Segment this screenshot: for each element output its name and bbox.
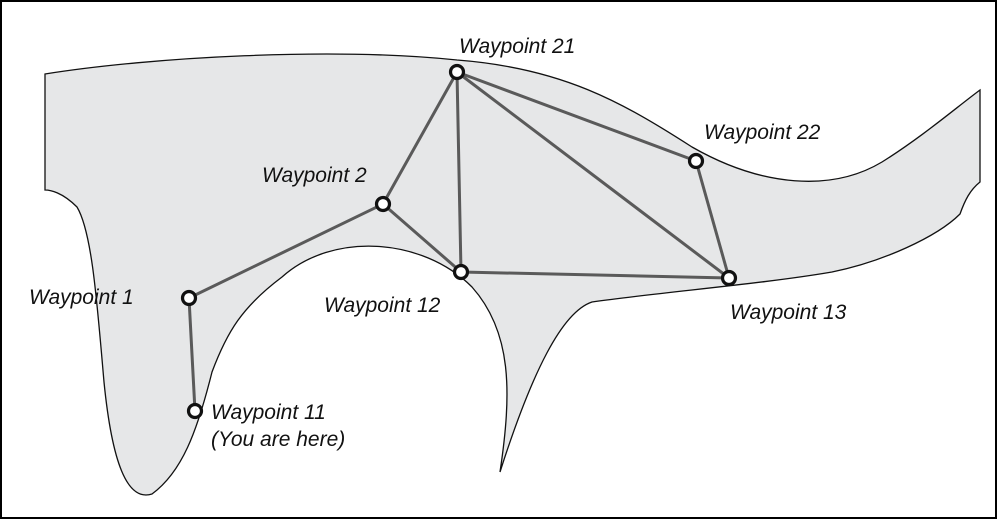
waypoint-11-marker[interactable] xyxy=(186,402,204,420)
waypoint-labels: Waypoint 21 Waypoint 22 Waypoint 2 Waypo… xyxy=(29,35,847,451)
connection-wp22-wp13 xyxy=(694,159,731,280)
connections xyxy=(187,70,731,413)
waypoint-2-label: Waypoint 2 xyxy=(262,164,367,187)
waypoint-12-marker[interactable] xyxy=(452,263,470,281)
waypoint-13-label: Waypoint 13 xyxy=(730,301,847,324)
waypoint-11-label: Waypoint 11 xyxy=(211,401,326,424)
waypoint-22-label: Waypoint 22 xyxy=(704,121,821,144)
waypoint-12-label: Waypoint 12 xyxy=(324,294,441,317)
waypoint-21-marker[interactable] xyxy=(448,63,466,81)
waypoint-22-marker[interactable] xyxy=(687,152,705,170)
you-are-here-note: (You are here) xyxy=(211,428,345,451)
connection-wp21-wp13 xyxy=(455,70,731,280)
waypoint-1-label: Waypoint 1 xyxy=(29,286,134,309)
connection-wp1-wp2 xyxy=(187,202,385,300)
waypoint-21-label: Waypoint 21 xyxy=(459,35,575,58)
waypoint-nodes xyxy=(180,63,738,420)
connection-wp12-wp21 xyxy=(455,70,463,274)
connection-wp21-wp22 xyxy=(455,70,698,163)
connection-wp12-wp13 xyxy=(459,270,731,280)
waypoint-2-marker[interactable] xyxy=(374,195,392,213)
connection-wp1-wp11 xyxy=(187,296,197,413)
connection-wp2-wp21 xyxy=(381,70,459,206)
connection-wp2-wp12 xyxy=(381,202,463,274)
waypoint-1-marker[interactable] xyxy=(180,289,198,307)
waypoint-13-marker[interactable] xyxy=(720,269,738,287)
